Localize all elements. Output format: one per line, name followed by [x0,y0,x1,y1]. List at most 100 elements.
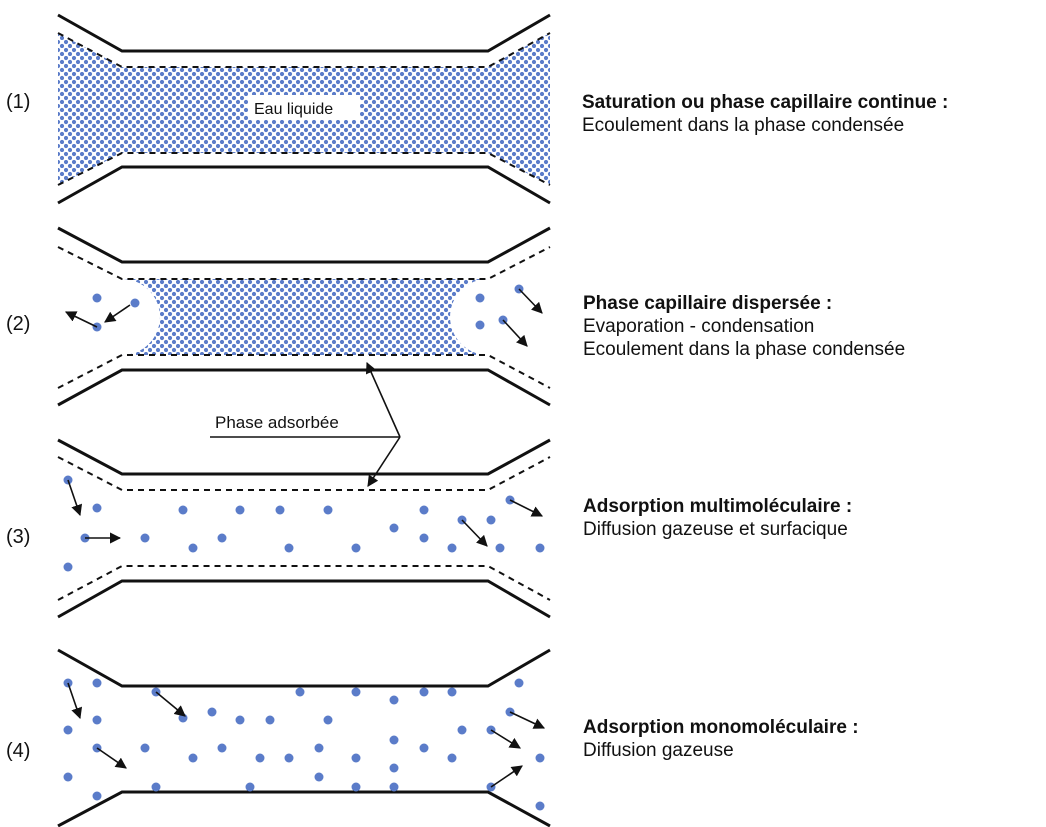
molecule-dot [314,743,324,753]
molecule-motion-arrow [461,519,488,547]
molecule-motion-arrow [509,711,546,729]
molecule-dot [92,715,102,725]
stage-4-description: Adsorption monomoléculaire : Diffusion g… [583,717,859,761]
stage-2-description: Phase capillaire dispersée : Evaporation… [583,293,905,360]
molecule-dot [178,505,188,515]
molecule-dot [275,505,285,515]
molecule-dot [419,533,429,543]
molecule-motion-arrow [104,304,131,323]
molecule-dot [217,743,227,753]
molecule-dot [447,753,457,763]
molecule-dot [323,715,333,725]
molecule-dot [63,725,73,735]
molecule-dot [217,533,227,543]
molecule-motion-arrow [96,747,127,769]
molecule-dot [389,763,399,773]
molecule-dot [92,791,102,801]
stage-2-line-1: Evaporation - condensation [583,316,814,337]
molecule-dot [265,715,275,725]
stage-1-wall-top [57,13,551,53]
molecule-dot [323,505,333,515]
stage-2-title: Phase capillaire dispersée : [583,293,832,314]
stage-2-water [122,279,488,355]
stage-4-wall-bottom [57,790,551,827]
stage-2-number: (2) [6,313,30,335]
molecule-motion-arrow [502,319,528,347]
stage-3-number: (3) [6,526,30,548]
molecule-dot [447,687,457,697]
molecule-dot [389,523,399,533]
molecule-motion-arrow [518,288,543,314]
molecule-dot [351,687,361,697]
molecule-dot [475,320,485,330]
stage-4-wall-top [57,648,551,688]
molecule-dot [351,543,361,553]
water-label: Eau liquide [254,101,333,118]
molecule-motion-arrow [64,311,98,328]
molecule-dot [535,753,545,763]
stage-2-line-2: Ecoulement dans la phase condensée [583,339,905,360]
stage-2-wall-top [57,226,551,264]
stage-1-pore: Eau liquide [57,13,551,205]
molecule-dot [92,678,102,688]
molecule-dot [284,543,294,553]
stage-3-title: Adsorption multimoléculaire : [583,496,852,517]
stage-3-line-1: Diffusion gazeuse et surfacique [583,519,848,540]
molecule-dot [486,515,496,525]
stage-2-wall-bottom [57,368,551,407]
molecule-dot [245,782,255,792]
molecule-dot [389,735,399,745]
stage-2-adsorbed-bottom [57,354,551,389]
molecule-dot [351,782,361,792]
stage-2-pore [57,226,551,407]
stage-2-adsorbed-top [57,246,551,280]
adsorbed-phase-pointer-up [365,361,401,438]
molecule-motion-arrow [490,729,521,749]
stage-3-wall-bottom [57,579,551,619]
molecule-motion-arrow [155,691,186,717]
stage-1-adsorbed-top [57,32,551,68]
molecule-dot [140,533,150,543]
vapour-molecules [63,284,545,811]
molecule-motion-arrow [67,682,83,720]
molecule-dot [495,543,505,553]
molecule-dot [140,743,150,753]
molecule-dot [92,293,102,303]
molecule-dot [475,293,485,303]
stage-1-wall-bottom [57,165,551,205]
molecule-dot [457,725,467,735]
molecule-dot [351,753,361,763]
molecule-dot [188,543,198,553]
molecule-dot [535,801,545,811]
molecule-dot [63,562,73,572]
stage-1-number: (1) [6,91,30,113]
molecule-motion-arrow [490,765,523,788]
molecule-dot [419,743,429,753]
adsorbed-phase-callout: Phase adsorbée [210,361,401,487]
molecule-motion-arrows [64,288,546,788]
adsorbed-phase-pointer-down [367,436,401,487]
stage-3-pore [57,438,551,619]
water-label-bg [248,95,360,120]
molecule-dot [151,782,161,792]
adsorbed-phase-label: Phase adsorbée [215,413,339,432]
molecule-dot [535,543,545,553]
molecule-dot [314,772,324,782]
molecule-dot [389,695,399,705]
molecule-dot [235,715,245,725]
stage-4-line-1: Diffusion gazeuse [583,740,734,761]
molecule-dot [92,503,102,513]
stage-4-title: Adsorption monomoléculaire : [583,717,859,738]
stage-1-line-1: Ecoulement dans la phase condensée [582,115,904,136]
stage-3-adsorbed-bottom [57,565,551,601]
molecule-dot [295,687,305,697]
molecule-dot [255,753,265,763]
molecule-dot [207,707,217,717]
molecule-dot [419,505,429,515]
molecule-dot [188,753,198,763]
molecule-dot [389,782,399,792]
stage-3-description: Adsorption multimoléculaire : Diffusion … [583,496,852,540]
stage-4-pore [57,648,551,827]
molecule-dot [284,753,294,763]
